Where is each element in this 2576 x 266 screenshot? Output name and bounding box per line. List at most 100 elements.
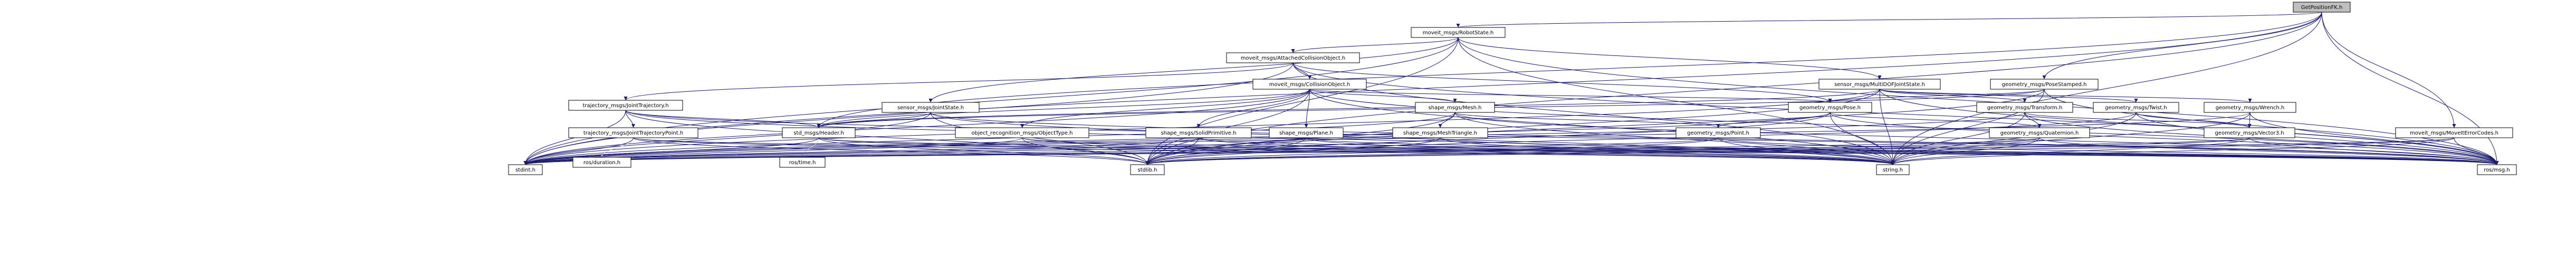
edge-errcodes-to-rosmsg: [2454, 137, 2499, 165]
node-label: string.h: [1883, 167, 1903, 173]
edge-wrench-to-vector3: [2247, 112, 2252, 128]
node-jointstate[interactable]: sensor_msgs/JointState.h: [882, 102, 980, 113]
edge-transform-to-stdint: [523, 112, 2025, 165]
node-root[interactable]: GetPositionFK.h: [2293, 2, 2351, 13]
node-label: moveit_msgs/RobotState.h: [1423, 30, 1494, 36]
edge-root-to-string: [1891, 12, 2322, 165]
node-box: [2093, 102, 2179, 113]
edge-collobj-to-pose: [1309, 89, 1832, 103]
node-errcodes[interactable]: moveit_msgs/MoveItErrorCodes.h: [2395, 127, 2513, 138]
edge-trajectory-to-header: [625, 110, 821, 128]
node-label: stdint.h: [515, 167, 535, 173]
edge-mdof-to-rosmsg: [1879, 89, 2499, 165]
edge-trajpoint-to-stdlib: [633, 137, 1150, 165]
node-label: ros/time.h: [789, 160, 816, 166]
edge-transform-to-rosmsg: [2024, 112, 2499, 165]
node-transform[interactable]: geometry_msgs/Transform.h: [1976, 102, 2073, 113]
node-mdof[interactable]: sensor_msgs/MultiDOFJointState.h: [1818, 79, 1941, 90]
edge-collobj-to-solid: [1196, 89, 1310, 128]
edge-attached-to-stdint: [523, 62, 1294, 165]
edge-vector3-to-stdint: [524, 137, 2250, 165]
node-trajectory[interactable]: trajectory_msgs/JointTrajectory.h: [568, 100, 683, 111]
node-stdlib[interactable]: stdlib.h: [1130, 164, 1165, 175]
edge-trajpoint-to-stdint: [523, 137, 634, 165]
edge-vector3-to-string: [1891, 137, 2250, 165]
node-mesh[interactable]: shape_msgs/Mesh.h: [1415, 102, 1495, 113]
edge-objtype-to-stdint: [523, 137, 1022, 165]
node-box: [1252, 79, 1367, 90]
edge-trajpoint-to-rosmsg: [633, 137, 2498, 165]
node-box: [1818, 79, 1941, 90]
edge-collobj-to-rosmsg: [1309, 89, 2499, 165]
edge-objtype-to-stdlib: [1022, 137, 1150, 165]
edge-root-to-errcodes: [2321, 12, 2456, 128]
node-label: geometry_msgs/PoseStamped.h: [2002, 82, 2087, 88]
edge-collobj-to-header: [817, 89, 1310, 128]
node-label: geometry_msgs/Transform.h: [1987, 105, 2063, 111]
node-label: geometry_msgs/Point.h: [1687, 130, 1749, 136]
edge-root-to-posestamped: [2042, 12, 2322, 80]
node-box: [955, 127, 1089, 138]
node-label: sensor_msgs/JointState.h: [897, 105, 964, 111]
edge-plane-to-stdlib: [1145, 137, 1307, 165]
edge-collobj-to-stdlib: [1145, 89, 1310, 165]
node-box: [2204, 102, 2296, 113]
edge-mdof-to-header: [817, 89, 1880, 128]
edge-robotstate-to-mdof: [1458, 37, 1882, 80]
edge-vector3-to-stdlib: [1146, 137, 2250, 165]
edge-pose-to-point: [1716, 112, 1831, 128]
edge-errcodes-to-string: [1891, 137, 2455, 165]
edge-jointstate-to-string: [930, 112, 1895, 165]
edge-trajectory-to-rosmsg: [625, 110, 2499, 165]
node-robotstate[interactable]: moveit_msgs/RobotState.h: [1411, 27, 1506, 38]
node-label: shape_msgs/SolidPrimitive.h: [1161, 130, 1237, 136]
node-rosmsg[interactable]: ros/msg.h: [2477, 164, 2517, 175]
node-vector3[interactable]: geometry_msgs/Vector3.h: [2204, 127, 2295, 138]
node-trajpoint[interactable]: trajectory_msgs/JointTrajectoryPoint.h: [568, 127, 698, 138]
edge-solid-to-string: [1198, 137, 1895, 165]
node-box: [508, 164, 543, 175]
node-objtype[interactable]: object_recognition_msgs/ObjectType.h: [955, 127, 1089, 138]
edge-robotstate-to-stdint: [523, 37, 1459, 165]
node-meshtri[interactable]: shape_msgs/MeshTriangle.h: [1392, 127, 1488, 138]
node-box: [2204, 127, 2295, 138]
edge-posestamped-to-pose: [1828, 89, 2045, 103]
node-attached[interactable]: moveit_msgs/AttachedCollisionObject.h: [1226, 52, 1360, 63]
edge-point-to-stdlib: [1145, 137, 1719, 165]
node-quaternion[interactable]: geometry_msgs/Quaternion.h: [1989, 127, 2090, 138]
edge-attached-to-pose: [1292, 62, 1832, 103]
edge-point-to-rosmsg: [1718, 137, 2499, 165]
node-label: std_msgs/Header.h: [793, 130, 844, 136]
node-label: moveit_msgs/CollisionObject.h: [1269, 82, 1350, 88]
node-label: GetPositionFK.h: [2301, 5, 2343, 11]
edge-quaternion-to-string: [1891, 137, 2040, 165]
node-label: shape_msgs/MeshTriangle.h: [1403, 130, 1477, 136]
node-string[interactable]: string.h: [1876, 164, 1910, 175]
node-posestamped[interactable]: geometry_msgs/PoseStamped.h: [1990, 79, 2099, 90]
node-box: [1415, 102, 1495, 113]
node-box: [1990, 79, 2099, 90]
node-point[interactable]: geometry_msgs/Point.h: [1675, 127, 1761, 138]
node-collobj[interactable]: moveit_msgs/CollisionObject.h: [1252, 79, 1367, 90]
node-plane[interactable]: shape_msgs/Plane.h: [1269, 127, 1344, 138]
edge-trajectory-to-stdlib: [625, 110, 1150, 165]
node-box: [1976, 102, 2073, 113]
edge-collobj-to-stdint: [523, 89, 1310, 165]
edge-layer: [523, 12, 2499, 165]
node-box: [779, 157, 826, 168]
edge-wrench-to-stdint: [523, 112, 2251, 165]
edge-twist-to-stdlib: [1145, 112, 2137, 165]
edge-twist-to-string: [1891, 112, 2137, 165]
edge-jointstate-to-stdint: [523, 112, 931, 165]
edge-solid-to-stdlib: [1145, 137, 1199, 165]
node-box: [2477, 164, 2517, 175]
node-twist[interactable]: geometry_msgs/Twist.h: [2093, 102, 2179, 113]
node-stdint[interactable]: stdint.h: [508, 164, 543, 175]
node-header[interactable]: std_msgs/Header.h: [782, 127, 856, 138]
node-label: trajectory_msgs/JointTrajectory.h: [582, 103, 668, 109]
node-wrench[interactable]: geometry_msgs/Wrench.h: [2204, 102, 2296, 113]
node-solid[interactable]: shape_msgs/SolidPrimitive.h: [1145, 127, 1252, 138]
edge-pose-to-quaternion: [1830, 112, 2042, 128]
node-pose[interactable]: geometry_msgs/Pose.h: [1788, 102, 1872, 113]
